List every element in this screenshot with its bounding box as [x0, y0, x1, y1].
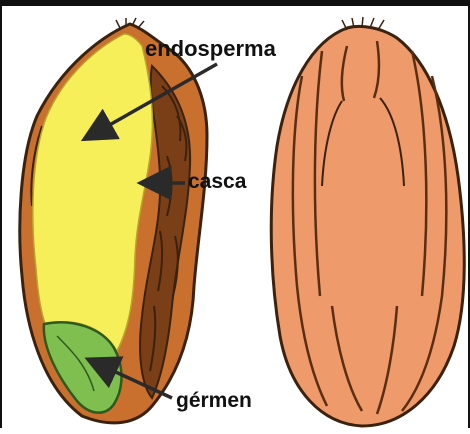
cut-grain	[20, 18, 207, 423]
whole-grain	[271, 17, 464, 426]
germ-label: gérmen	[176, 389, 252, 413]
endosperm-label: endosperma	[145, 36, 276, 62]
husk-label: casca	[188, 170, 246, 194]
wheat-grain-diagram	[2, 6, 470, 434]
